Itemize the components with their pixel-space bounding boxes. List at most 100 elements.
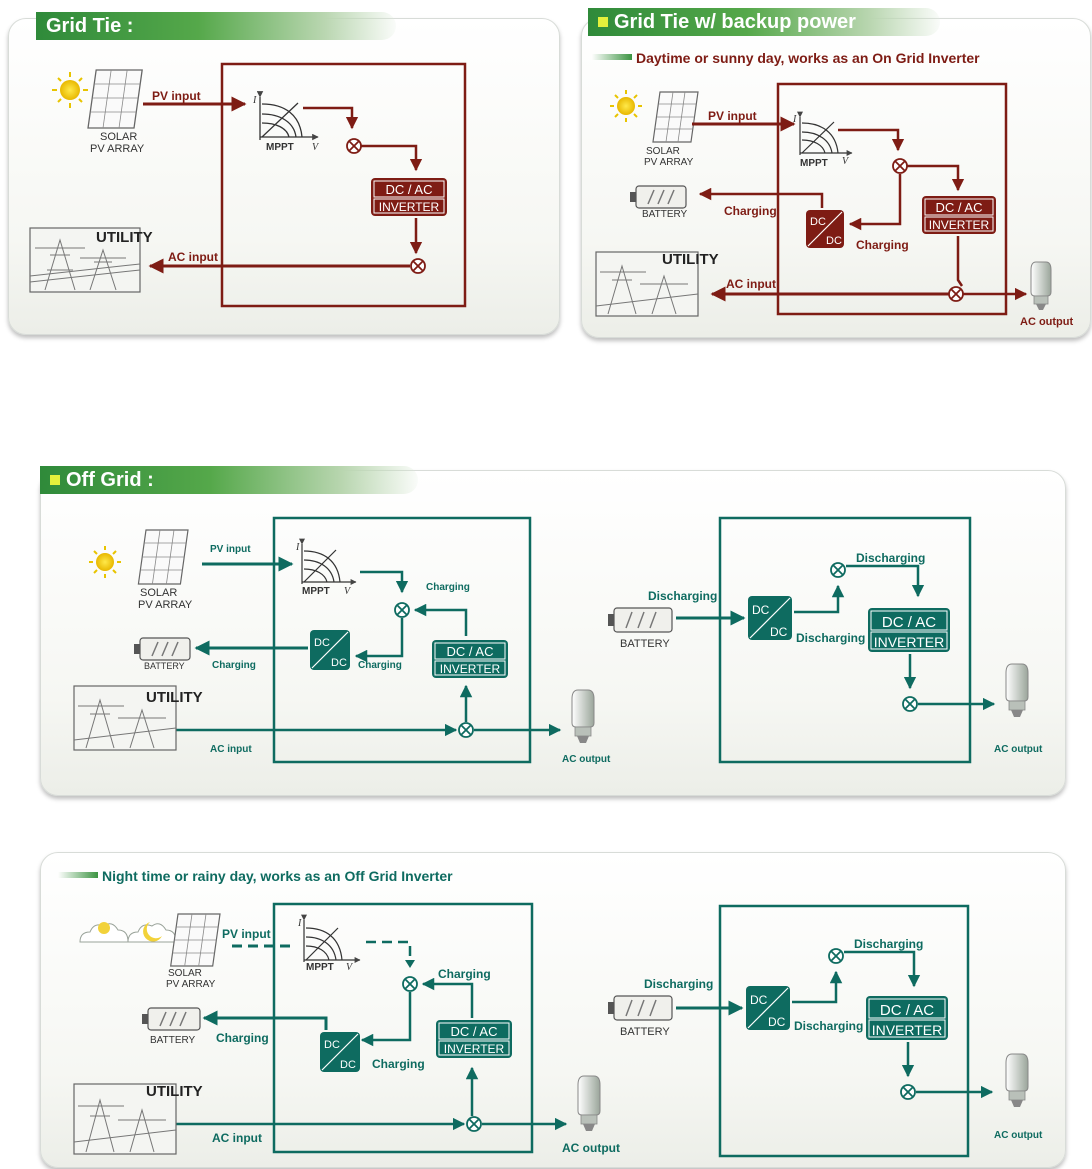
sun-icon <box>610 90 642 122</box>
mppt-label: MPPT <box>266 142 294 153</box>
junction-icon <box>410 258 426 274</box>
inverter-frame <box>776 82 1008 316</box>
utility-tower-icon <box>73 685 177 751</box>
inverter-label: INVERTER <box>874 634 945 650</box>
mppt-arrow <box>360 570 409 594</box>
ac-output-label: AC output <box>1020 316 1073 328</box>
charging-label: Charging <box>426 582 470 593</box>
charging-label: Charging <box>216 1031 269 1045</box>
dc-label: DC <box>768 1015 786 1029</box>
solar-panel-icon <box>652 91 699 143</box>
axis-i-label: I <box>252 95 257 106</box>
bullet-icon <box>50 475 60 485</box>
mppt-curve-icon <box>299 538 357 585</box>
dc-ac-inverter: DC / AC INVERTER <box>866 996 948 1040</box>
arrow-head <box>405 960 415 968</box>
ac-output-label: AC output <box>562 1141 620 1155</box>
battery-icon <box>142 1007 201 1031</box>
solar-label: SOLAR <box>168 968 202 979</box>
axis-v-label: V <box>842 156 850 167</box>
grid-tie-backup-tab: Grid Tie w/ backup power <box>588 8 940 36</box>
green-arrow-icon <box>58 872 98 878</box>
pv-input-label: PV input <box>708 109 757 123</box>
mppt-curve-icon <box>301 914 361 963</box>
dc-label: DC <box>314 637 330 649</box>
battery-label: BATTERY <box>642 209 688 220</box>
inverter-out-line <box>956 236 964 287</box>
junction-icon <box>902 696 918 712</box>
mppt-dashed-arrow <box>366 940 412 964</box>
dc-ac-label: DC / AC <box>882 614 936 631</box>
utility-label: UTILITY <box>662 251 719 268</box>
night-diagram: SOLAR PV ARRAY PV input I V MPPT Chargin… <box>73 902 620 1155</box>
off-grid-diagram: SOLAR PV ARRAY PV input I V MPPT Chargin… <box>73 516 611 765</box>
sun-icon <box>89 546 121 578</box>
charging-arrow <box>421 977 474 1018</box>
bullet-icon <box>598 17 608 27</box>
inverter-frame <box>220 62 467 308</box>
dc-dc-converter: DC DC <box>320 1032 360 1072</box>
axis-v-label: V <box>346 962 354 973</box>
utility-tower-icon <box>595 251 699 317</box>
pv-input-label: PV input <box>152 89 201 103</box>
solar-panel-icon <box>170 913 221 967</box>
pv-array-label: PV ARRAY <box>166 979 216 990</box>
dc-ac-label: DC / AC <box>936 200 983 215</box>
grid-tie-title: Grid Tie : <box>46 15 134 37</box>
charging-label: Charging <box>212 660 256 671</box>
grid-tie-tab: Grid Tie : <box>36 12 396 40</box>
inverter-frame <box>718 516 972 764</box>
junction-icon <box>394 602 410 618</box>
charging-arrow <box>413 603 468 636</box>
to-inverter-arrow <box>846 564 925 598</box>
solar-label: SOLAR <box>646 146 680 157</box>
green-arrow-icon <box>592 54 632 60</box>
light-bulb-icon <box>571 689 595 743</box>
pv-array-label: PV ARRAY <box>644 157 694 168</box>
discharging-label: Discharging <box>796 631 865 645</box>
axis-i-label: I <box>295 542 300 553</box>
inverter-frame <box>272 902 534 1154</box>
ac-output-label: AC output <box>994 744 1043 755</box>
dc-dc-converter: DC DC <box>748 596 792 640</box>
dc-label: DC <box>340 1059 356 1071</box>
pv-array-label: PV ARRAY <box>138 599 193 611</box>
to-dcdc-arrow <box>848 174 902 231</box>
junction-icon <box>458 722 474 738</box>
light-bulb-icon <box>1005 663 1029 717</box>
ac-output-label: AC output <box>562 754 611 765</box>
dc-ac-inverter: DC / AC INVERTER <box>436 1020 512 1058</box>
battery-icon <box>608 607 673 633</box>
dc-ac-label: DC / AC <box>880 1002 934 1019</box>
solar-panel-icon <box>87 69 143 129</box>
battery-icon <box>630 185 687 209</box>
backup-diagram: SOLAR PV ARRAY PV input I V MPPT DC DC C… <box>595 82 1073 328</box>
battery-label: BATTERY <box>150 1035 196 1046</box>
cloud-sun-moon-icon <box>79 922 177 943</box>
inverter-label: INVERTER <box>929 218 990 232</box>
ac-input-label: AC input <box>726 277 776 291</box>
charging-label: Charging <box>856 238 909 252</box>
charging-label: Charging <box>438 967 491 981</box>
mppt-curve-icon <box>797 111 853 156</box>
ac-input-label: AC input <box>212 1131 262 1145</box>
inverter-frame <box>718 904 970 1158</box>
pv-input-label: PV input <box>222 927 271 941</box>
solar-label: SOLAR <box>140 587 177 599</box>
axis-v-label: V <box>312 142 320 153</box>
grid-tie-diagram: SOLAR PV ARRAY PV input I V MPPT DC / AC… <box>29 62 467 308</box>
off-grid-title: Off Grid : <box>66 469 154 491</box>
dc-dc-converter: DC DC <box>806 210 844 248</box>
off-grid-tab: Off Grid : <box>40 466 418 494</box>
axis-i-label: I <box>792 114 797 125</box>
junction-icon <box>466 1116 482 1132</box>
discharging-label: Discharging <box>644 977 713 991</box>
utility-tower-icon <box>73 1083 177 1155</box>
backup-subtitle: Daytime or sunny day, works as an On Gri… <box>592 50 980 66</box>
dc-ac-label: DC / AC <box>386 182 433 197</box>
discharging-label: Discharging <box>794 1019 863 1033</box>
axis-v-label: V <box>344 586 352 597</box>
mppt-label: MPPT <box>306 962 334 973</box>
dc-label: DC <box>770 625 788 639</box>
charging-label: Charging <box>358 660 402 671</box>
